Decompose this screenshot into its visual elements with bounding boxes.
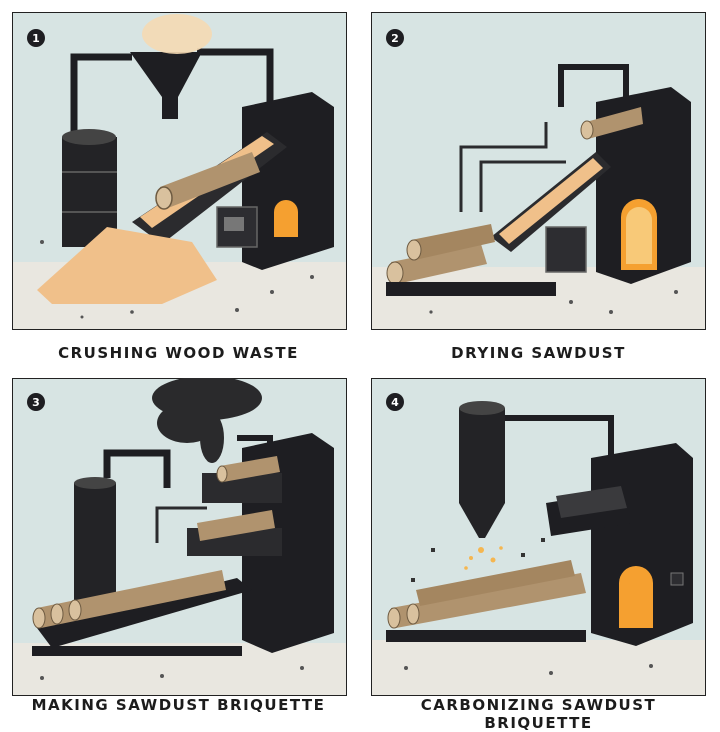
charcoal-bed	[556, 486, 627, 518]
sawdust-cloud	[142, 14, 212, 54]
briquettes	[32, 570, 226, 629]
step-4-illustration: 4	[371, 378, 706, 696]
dryer-machine	[596, 87, 691, 284]
hopper	[130, 52, 202, 97]
step-1-panel: 1	[12, 12, 347, 330]
step-3-badge	[27, 393, 45, 411]
briquettes-top	[216, 456, 280, 483]
pipe	[558, 64, 629, 112]
step-3-caption: MAKING SAWDUST BRIQUETTE	[31, 696, 326, 714]
wood-log	[155, 152, 260, 210]
step-3-panel: 3	[12, 378, 347, 696]
step-4-caption: CARBONIZING SAWDUST BRIQUETTE	[420, 696, 657, 732]
furnace-fire	[274, 200, 298, 237]
step-3-number: 3	[32, 396, 40, 409]
pipe	[103, 449, 171, 488]
step-1-badge	[27, 29, 45, 47]
step-3-illustration: 3	[12, 378, 347, 696]
step-2-caption: DRYING SAWDUST	[451, 344, 626, 362]
pipe	[197, 48, 274, 112]
step-2-panel: 2	[371, 12, 706, 330]
step-1-number: 1	[32, 32, 40, 45]
briquettes	[387, 560, 586, 629]
sparks	[464, 546, 503, 570]
machine-base	[386, 282, 556, 296]
step-4-badge	[386, 393, 404, 411]
sawdust-pile	[37, 227, 217, 304]
step-2-illustration: 2	[371, 12, 706, 330]
step-1-illustration: 1	[12, 12, 347, 330]
control-box	[545, 226, 587, 273]
briquette-conveyor	[386, 630, 586, 642]
step-2-badge	[386, 29, 404, 47]
step-1-caption: CRUSHING WOOD WASTE	[58, 344, 299, 362]
wood-logs-pile	[386, 224, 495, 285]
wood-logs-top	[580, 107, 643, 140]
step-2-number: 2	[391, 32, 399, 45]
cyclone-hopper	[459, 401, 505, 538]
furnace-fire	[619, 566, 653, 628]
smoke-cloud	[152, 378, 262, 463]
step-4-number: 4	[391, 396, 399, 409]
pipe	[501, 415, 614, 463]
step-4-panel: 4	[371, 378, 706, 696]
chimney-barrel	[74, 483, 116, 613]
pipe	[70, 53, 132, 142]
